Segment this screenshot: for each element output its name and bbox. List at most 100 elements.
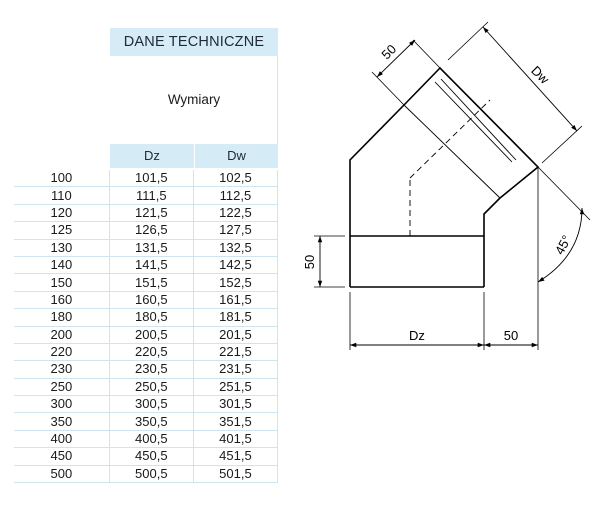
dz-cell: 131,5 [108,239,194,257]
label-left-50: 50 [302,255,317,269]
dw-cell: 501,5 [192,465,279,484]
header-divider [277,56,278,144]
dw-cell: 451,5 [192,447,279,466]
nominal-diameter-cell: 250 [14,378,110,397]
nominal-diameter-cell: 120 [14,204,110,223]
nominal-diameter-cell: 350 [14,412,110,431]
dw-cell: 201,5 [192,326,279,344]
dw-cell: 161,5 [192,291,279,310]
top-50-dimension-line [376,39,416,78]
dw-cell: 401,5 [192,430,279,449]
centre-line-diagonal [409,99,491,179]
dz-cell: 180,5 [108,308,194,327]
nominal-diameter-cell: 450 [14,447,110,466]
technical-data-title: DANE TECHNICZNE [110,28,278,56]
dw-cell: 231,5 [192,360,279,379]
nominal-diameter-cell: 180 [14,308,110,327]
dz-cell: 126,5 [108,221,194,240]
dw-cell: 102,5 [192,170,279,188]
dz-cell: 141,5 [108,256,194,275]
dimension-lines [317,26,585,348]
nominal-diameter-cell: 110 [14,186,110,205]
dw-cell: 132,5 [192,239,279,257]
nominal-diameter-cell: 300 [14,395,110,414]
nominal-diameter-cell: 160 [14,291,110,310]
elbow-top-segment [403,66,540,199]
dw-cell: 152,5 [192,273,279,292]
nominal-diameter-cell: 220 [14,343,110,362]
column-header-dz: Dz [110,144,194,168]
dw-cell: 127,5 [192,221,279,240]
dz-cell: 121,5 [108,204,194,223]
dw-cell: 221,5 [192,343,279,362]
nominal-diameter-cell: 200 [14,326,110,344]
nominal-diameter-cell: 130 [14,239,110,257]
dw-cell: 351,5 [192,412,279,431]
dw-cell: 122,5 [192,204,279,223]
label-bottom-50: 50 [504,328,518,343]
seam-line-outer [403,104,501,199]
elbow-seam-lines [403,78,517,199]
nominal-diameter-cell: 100 [14,170,110,188]
nominal-diameter-cell: 140 [14,256,110,275]
dw-cell: 251,5 [192,378,279,397]
label-dz: Dz [409,328,425,343]
angle-arc [537,207,585,283]
nominal-diameter-cell: 230 [14,360,110,379]
label-top-50: 50 [378,41,399,62]
column-header-dw: Dw [194,144,278,168]
dw-dimension-line [482,26,578,132]
dz-cell: 350,5 [108,412,194,431]
dz-cell: 400,5 [108,430,194,449]
dw-cell: 142,5 [192,256,279,275]
nominal-diameter-cell: 400 [14,430,110,449]
dz-cell: 500,5 [108,465,194,484]
dz-cell: 160,5 [108,291,194,310]
dw-cell: 181,5 [192,308,279,327]
label-dw: Dw [528,63,552,87]
centre-lines [409,99,491,236]
dw-cell: 301,5 [192,395,279,414]
dz-cell: 250,5 [108,378,194,397]
dz-cell: 230,5 [108,360,194,379]
extension-lines [314,21,591,350]
elbow-right-edge [483,197,501,287]
dz-cell: 200,5 [108,326,194,344]
dz-cell: 300,5 [108,395,194,414]
elbow-outline [349,66,540,288]
elbow-technical-drawing: 50 Dw 50 Dz 50 45° [302,21,591,350]
dw-cell: 112,5 [192,186,279,205]
dz-cell: 450,5 [108,447,194,466]
seam-line-mid [434,81,513,163]
seam-line-inner [440,78,517,161]
label-angle: 45° [552,233,574,257]
nominal-diameter-cell: 125 [14,221,110,240]
dz-cell: 151,5 [108,273,194,292]
elbow-left-edge [349,104,405,287]
dimensions-subtitle: Wymiary [167,92,221,107]
dz-cell: 220,5 [108,343,194,362]
nominal-diameter-cell: 500 [14,465,110,484]
nominal-diameter-cell: 150 [14,273,110,292]
dz-cell: 111,5 [108,186,194,205]
dz-cell: 101,5 [108,170,194,188]
